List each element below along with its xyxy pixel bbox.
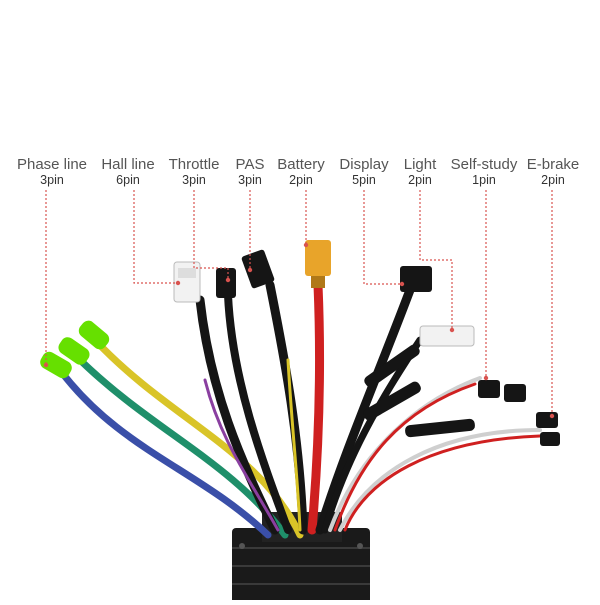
light-connector (419, 325, 475, 347)
label-phase-line-pins: 3pin (40, 173, 64, 188)
label-battery-name: Battery (277, 156, 325, 173)
leader-light (419, 190, 453, 330)
label-battery-pins: 2pin (289, 173, 313, 188)
label-light-pins: 2pin (408, 173, 432, 188)
label-self-study-pins: 1pin (472, 173, 496, 188)
leader-end-pas (247, 267, 253, 273)
battery-connector (305, 240, 331, 288)
label-throttle-name: Throttle (168, 156, 220, 173)
leader-end-throttle (225, 277, 231, 283)
leader-end-hall-line (175, 280, 181, 286)
display-connector (400, 266, 432, 292)
leader-end-battery (303, 242, 309, 248)
signal-wires (195, 280, 308, 535)
label-e-brake-pins: 2pin (541, 173, 565, 188)
label-display-name: Display (339, 156, 389, 173)
leader-end-self-study (483, 375, 489, 381)
throttle-connector (216, 268, 236, 298)
label-pas-pins: 3pin (238, 173, 262, 188)
label-pas-name: PAS (235, 156, 265, 173)
leader-end-phase-line (43, 362, 49, 368)
phase-connectors (40, 320, 110, 379)
leader-hall-line (133, 190, 178, 284)
leader-throttle (193, 190, 229, 280)
battery-wire (307, 280, 325, 535)
leader-lines (43, 190, 555, 419)
label-phase-line-name: Phase line (16, 156, 88, 173)
hall-connector (173, 261, 201, 303)
label-throttle-pins: 3pin (182, 173, 206, 188)
label-display-pins: 5pin (352, 173, 376, 188)
label-e-brake-name: E-brake (526, 156, 580, 173)
sleeves (363, 344, 475, 438)
leader-end-display (399, 281, 405, 287)
leader-end-light (449, 327, 455, 333)
leader-display (363, 190, 402, 285)
self-study-connector (478, 380, 526, 402)
label-self-study-name: Self-study (450, 156, 518, 173)
label-hall-line-pins: 6pin (116, 173, 140, 188)
leader-end-e-brake (549, 413, 555, 419)
label-light-name: Light (403, 156, 437, 173)
label-hall-line-name: Hall line (101, 156, 155, 173)
